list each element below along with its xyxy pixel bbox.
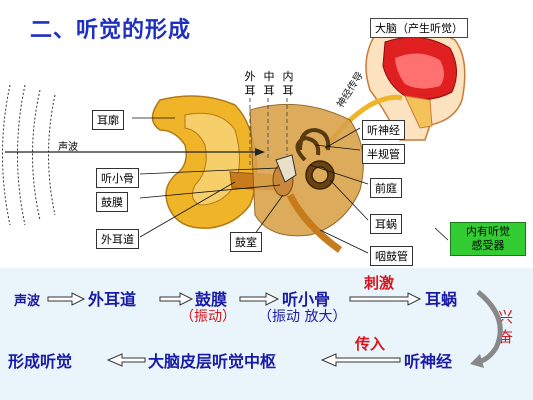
flow-tingxiaogu: 听小骨 <box>282 290 331 309</box>
region-label-middle: 中耳 <box>263 70 275 97</box>
flow-panel <box>0 268 533 400</box>
flow-gumo: 鼓膜 <box>195 290 228 309</box>
ear-diagram <box>2 27 466 254</box>
label-gushi: 鼓室 <box>230 232 262 252</box>
flow-transmit: 传入 <box>355 335 386 353</box>
sound-wave-label: 声波 <box>58 142 78 153</box>
cochlea-shape <box>305 160 335 190</box>
flow-arrow-1 <box>47 292 86 306</box>
flow-tingshenjing: 听神经 <box>404 352 453 371</box>
ear-pinna-inner <box>184 112 240 206</box>
label-qianting: 前庭 <box>370 178 402 198</box>
flow-vibration-2: （振动 放大） <box>258 309 347 325</box>
sound-wave-arc <box>2 84 11 226</box>
sound-wave-arc <box>48 94 56 216</box>
label-tingxiaogu: 听小骨 <box>96 168 139 188</box>
region-dividers <box>249 98 288 165</box>
label-banguiguan: 半规管 <box>362 144 405 164</box>
flow-waierdao: 外耳道 <box>88 290 137 309</box>
eustachian-tube-shape <box>286 193 343 253</box>
region-label-outer: 外耳 <box>244 70 256 97</box>
semicircular-canals-shape <box>295 127 331 162</box>
flow-xingcheng: 形成听觉 <box>8 352 73 371</box>
flow-arrow-6 <box>320 353 401 367</box>
flow-arrow-4 <box>349 292 422 306</box>
flow-arrow-5 <box>106 353 146 367</box>
sound-waves <box>2 84 56 226</box>
label-gumo: 鼓膜 <box>96 192 128 212</box>
sound-wave-arrow <box>5 148 265 156</box>
sound-wave-arc <box>17 84 26 226</box>
label-yangu: 咽鼓管 <box>370 246 413 266</box>
flow-arrow-3 <box>239 292 280 306</box>
region-label-inner: 内耳 <box>282 70 294 97</box>
brain-illustration <box>365 27 466 141</box>
flow-erwo: 耳蜗 <box>425 290 458 309</box>
label-erwo: 耳蜗 <box>370 214 402 234</box>
flow-vibration-1: （振动） <box>180 309 236 325</box>
sound-wave-arc <box>32 89 41 221</box>
flow-shengbo: 声波 <box>14 294 41 309</box>
label-leaders <box>132 117 449 254</box>
flow-arrow-2 <box>159 292 194 306</box>
label-tingshenjing: 听神经 <box>362 120 405 140</box>
ossicles-shape <box>275 154 297 183</box>
receptor-box: 内有听觉 感受器 <box>450 222 526 256</box>
label-erkuo: 耳廓 <box>92 110 124 130</box>
brain-label: 大脑（产生听觉） <box>370 18 468 38</box>
flow-dinao: 大脑皮层听觉中枢 <box>148 352 277 371</box>
flow-curve-arrow <box>476 290 503 365</box>
flow-stimulus: 刺激 <box>364 274 395 292</box>
label-waierdao: 外耳道 <box>96 229 139 249</box>
brain-stem <box>404 95 433 129</box>
ear-illustration <box>151 95 364 253</box>
brain-inner <box>395 53 444 89</box>
flow-curve-arrowhead <box>470 354 484 368</box>
page-title: 二、听觉的形成 <box>30 18 192 43</box>
flow-arrows <box>47 290 503 368</box>
